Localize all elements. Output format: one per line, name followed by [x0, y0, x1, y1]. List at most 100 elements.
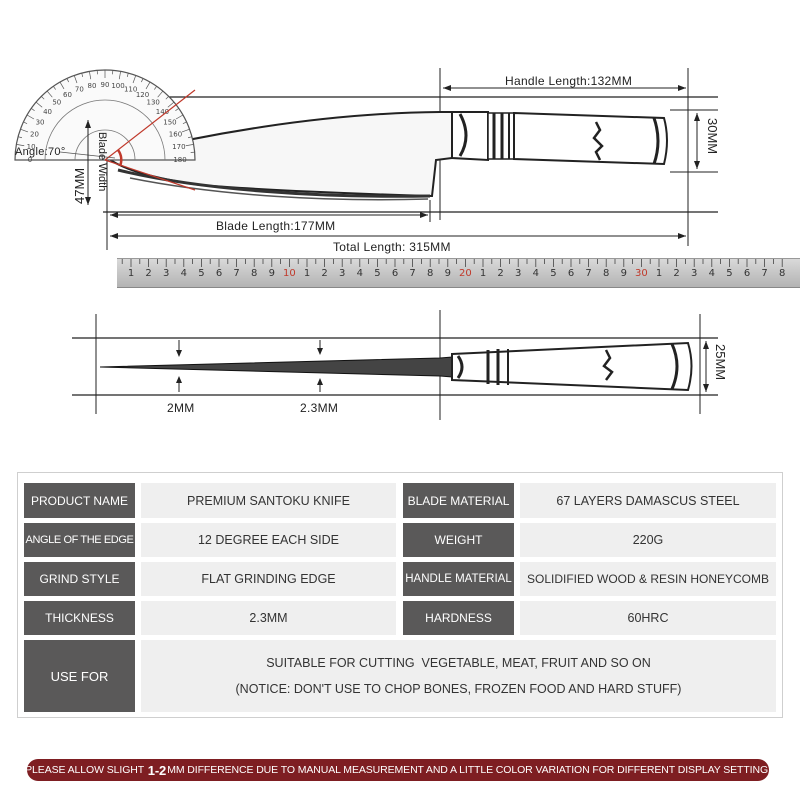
- knife-side-view: [72, 310, 718, 420]
- blade-width-caption: Blade Width: [96, 132, 108, 192]
- protractor-tick: [167, 101, 175, 108]
- ruler-ticks: [121, 259, 783, 267]
- protractor-tick: [187, 136, 193, 139]
- protractor-tick: [185, 144, 194, 147]
- blade-width-label: 47MM: [72, 167, 87, 204]
- protractor-tick: [182, 121, 187, 124]
- ruler-number: 2: [673, 268, 680, 279]
- thickness-value: 2.3MM: [141, 601, 396, 635]
- protractor-label: 0: [28, 156, 32, 164]
- protractor-label: 20: [30, 130, 39, 138]
- protractor-label: 170: [172, 143, 185, 151]
- protractor-tick: [145, 81, 151, 90]
- use-for-label: USE FOR: [24, 640, 135, 712]
- protractor-label: 50: [52, 99, 61, 107]
- protractor-label: 80: [88, 82, 97, 90]
- product-name-value: PREMIUM SANTOKU KNIFE: [141, 483, 396, 518]
- ruler-number: 7: [409, 268, 416, 279]
- ruler-number: 5: [726, 268, 733, 279]
- protractor-tick: [16, 144, 25, 147]
- protractor-label: 130: [147, 99, 160, 107]
- handle-length-label: Handle Length:132MM: [505, 74, 633, 88]
- protractor-tick: [165, 96, 169, 100]
- handle-thickness-label: 25MM: [713, 344, 728, 381]
- ruler-number: 3: [339, 268, 346, 279]
- ruler-number: 8: [251, 268, 258, 279]
- protractor-tick: [118, 71, 121, 80]
- protractor-label: 140: [156, 108, 169, 116]
- ruler-number: 2: [497, 268, 504, 279]
- protractor-tick: [53, 86, 56, 90]
- use-for-line-2: (NOTICE: DON'T USE TO CHOP BONES, FROZEN…: [235, 682, 682, 696]
- blade-material-value: 67 LAYERS DAMASCUS STEEL: [520, 483, 776, 518]
- ruler-number: 5: [374, 268, 381, 279]
- ruler-number: 20: [459, 268, 472, 279]
- protractor-tick: [132, 75, 137, 84]
- product-name-label: PRODUCT NAME: [24, 483, 135, 518]
- ruler-number: 6: [391, 268, 399, 279]
- protractor-tick: [157, 90, 164, 98]
- ruler-number: 10: [283, 268, 296, 279]
- ruler-number: 8: [603, 268, 610, 279]
- protractor-tick: [141, 78, 144, 83]
- protractor-label: 70: [75, 86, 84, 94]
- protractor-tick: [31, 108, 35, 111]
- ruler-number: 6: [743, 268, 751, 279]
- ruler-number: 5: [198, 268, 205, 279]
- angle-label: Angle:70°: [15, 146, 66, 158]
- protractor-tick: [66, 78, 69, 83]
- protractor-label: 160: [169, 130, 182, 138]
- angle-edge-label: ANGLE OF THE EDGE: [24, 523, 135, 557]
- protractor-label: 110: [124, 86, 137, 94]
- notice-text-after: MM DIFFERENCE DUE TO MANUAL MEASUREMENT …: [167, 764, 771, 776]
- ruler-number: 7: [585, 268, 592, 279]
- grind-style-value: FLAT GRINDING EDGE: [141, 562, 396, 596]
- ruler-number: 1: [127, 268, 135, 279]
- protractor-tick: [26, 114, 35, 120]
- ruler-number: 2: [145, 268, 152, 279]
- thickness-mid-label: 2.3MM: [300, 401, 339, 415]
- thickness-label: THICKNESS: [24, 601, 135, 635]
- protractor-tick: [73, 75, 78, 84]
- ruler-number: 9: [268, 268, 275, 279]
- protractor-label: 150: [163, 119, 176, 127]
- weight-value: 220G: [520, 523, 776, 557]
- ruler-number: 6: [215, 268, 223, 279]
- ruler-number: 3: [163, 268, 170, 279]
- protractor-label: 60: [63, 91, 72, 99]
- handle-material-value: SOLIDIFIED WOOD & RESIN HONEYCOMB: [520, 562, 776, 596]
- protractor-tick: [175, 114, 184, 120]
- ruler-number: 30: [635, 268, 648, 279]
- protractor-tick: [154, 86, 157, 90]
- protractor-tick: [35, 101, 43, 108]
- use-for-line-1: SUITABLE FOR CUTTING VEGETABLE, MEAT, FR…: [266, 656, 651, 670]
- blade-length-label: Blade Length:177MM: [216, 219, 336, 233]
- protractor-tick: [23, 121, 28, 124]
- ruler-number: 1: [303, 268, 311, 279]
- ruler-number: 8: [427, 268, 434, 279]
- protractor-tick: [46, 90, 53, 98]
- protractor-tick: [17, 136, 23, 139]
- ruler-number: 1: [479, 268, 487, 279]
- protractor-label: 180: [173, 156, 186, 164]
- ruler-number: 4: [180, 268, 187, 279]
- protractor-label: 10: [27, 143, 36, 151]
- protractor-tick: [181, 128, 190, 133]
- ruler-number: 5: [550, 268, 557, 279]
- spec-table: PRODUCT NAME PREMIUM SANTOKU KNIFE BLADE…: [17, 472, 783, 718]
- protractor-label: 90: [101, 81, 110, 89]
- hardness-label: HARDNESS: [403, 601, 514, 635]
- protractor-label: 30: [36, 119, 45, 127]
- knife-top-view: [105, 111, 668, 201]
- protractor-label: 100: [111, 82, 124, 90]
- protractor-tick: [126, 72, 129, 78]
- ruler-number: 7: [761, 268, 768, 279]
- hardness-value: 60HRC: [520, 601, 776, 635]
- protractor-tick: [175, 108, 179, 111]
- weight-label: WEIGHT: [403, 523, 514, 557]
- notice-emphasis: 1-2: [147, 762, 167, 778]
- ruler-number: 2: [321, 268, 328, 279]
- grind-style-label: GRIND STYLE: [24, 562, 135, 596]
